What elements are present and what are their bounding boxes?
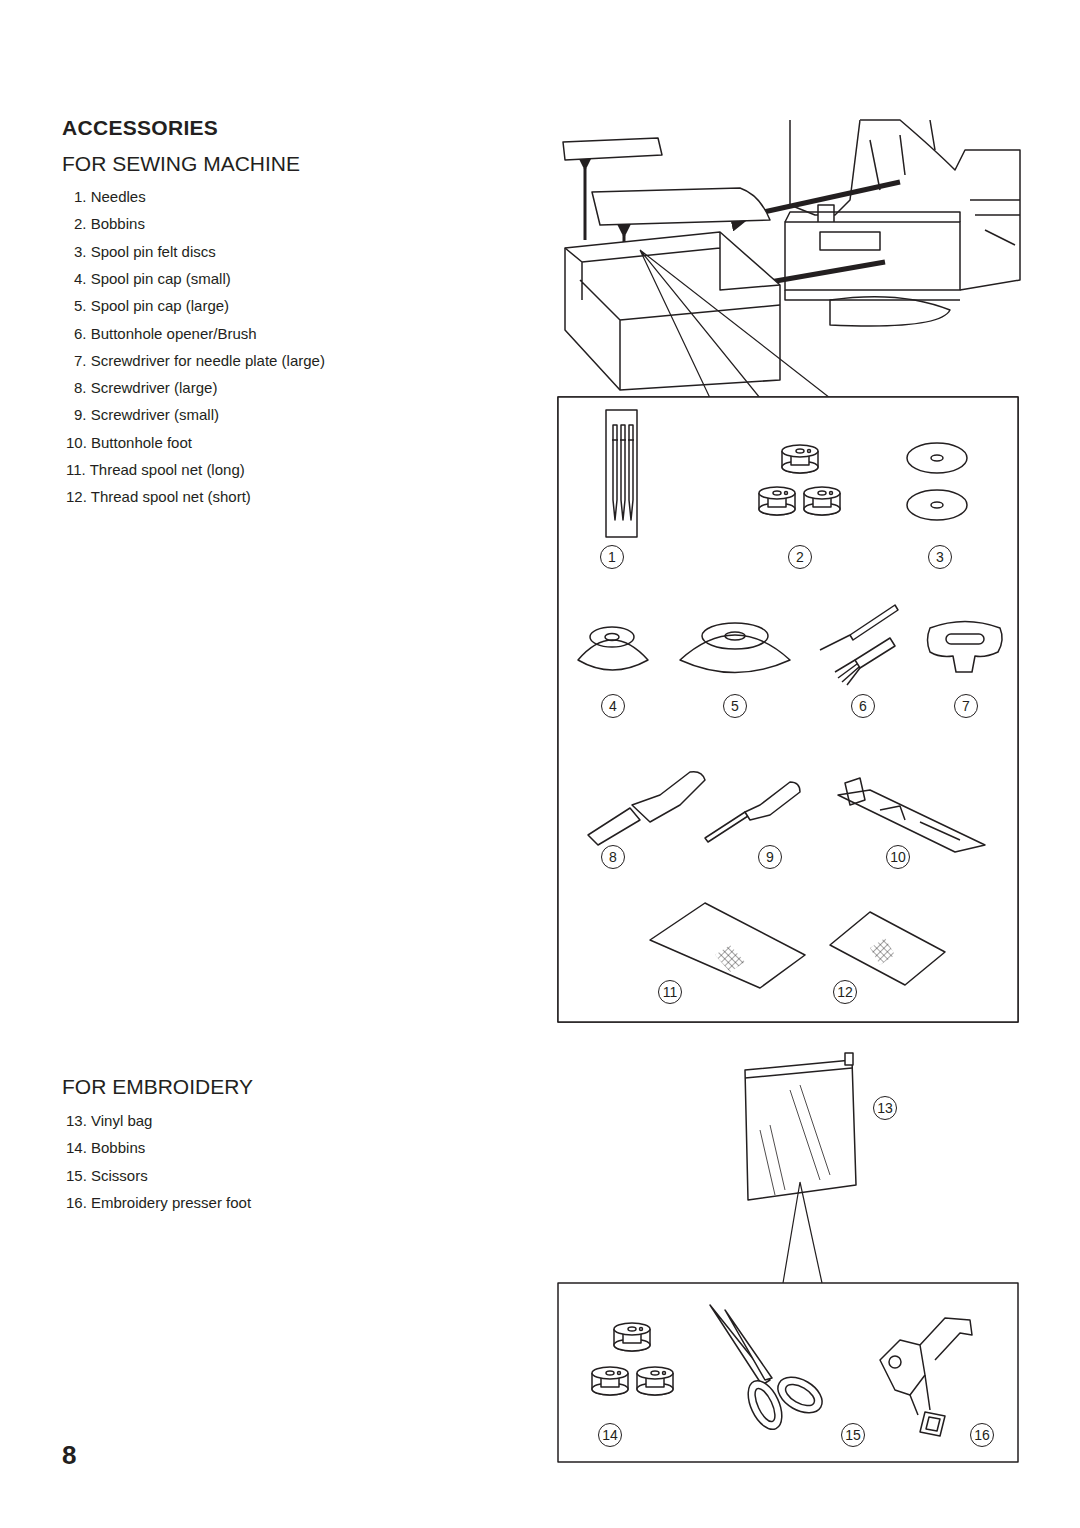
list-item: 4. Spool pin cap (small) (74, 270, 231, 287)
bobbins (759, 445, 840, 515)
list-item: 11. Thread spool net (long) (66, 461, 245, 478)
callout-number: 13 (873, 1096, 897, 1120)
buttonhole-opener-brush (820, 605, 898, 685)
needles (606, 410, 637, 537)
list-item: 15. Scissors (66, 1167, 148, 1184)
list-item: 7. Screwdriver for needle plate (large) (74, 352, 325, 369)
thread-spool-net-short (830, 912, 945, 985)
callout-number: 6 (851, 694, 875, 718)
page-title: ACCESSORIES (62, 116, 218, 140)
box-lid (563, 138, 662, 160)
list-item: 16. Embroidery presser foot (66, 1194, 251, 1211)
felt-discs (907, 443, 967, 520)
box-lid (592, 188, 770, 225)
callout-number: 9 (758, 845, 782, 869)
removal-arrow (750, 182, 900, 215)
list-item: 3. Spool pin felt discs (74, 243, 216, 260)
callout-number: 1 (600, 545, 624, 569)
embroidery-panel (558, 1283, 1018, 1462)
callout-number: 14 (598, 1423, 622, 1447)
callout-number: 16 (970, 1423, 994, 1447)
buttonhole-foot (838, 778, 985, 852)
bobbins (592, 1323, 673, 1395)
removal-arrow (770, 262, 885, 282)
callout-number: 10 (886, 845, 910, 869)
list-item: 13. Vinyl bag (66, 1112, 152, 1129)
plate-screwdriver (928, 622, 1003, 673)
accessory-panel (558, 397, 1018, 1022)
section-heading: FOR SEWING MACHINE (62, 152, 300, 176)
spool-cap-large (680, 623, 790, 673)
list-item: 14. Bobbins (66, 1139, 145, 1156)
page-number: 8 (62, 1440, 76, 1471)
list-item: 2. Bobbins (74, 215, 145, 232)
callout-number: 12 (833, 980, 857, 1004)
list-item: 5. Spool pin cap (large) (74, 297, 229, 314)
callout-number: 5 (723, 694, 747, 718)
plate-screwdriver-slot (946, 634, 984, 644)
screwdriver-small (705, 782, 800, 842)
spool-cap-small (578, 627, 648, 670)
thread-spool-net-long (650, 903, 805, 988)
list-item: 12. Thread spool net (short) (66, 488, 251, 505)
list-item: 1. Needles (74, 188, 146, 205)
section-heading: FOR EMBROIDERY (62, 1075, 253, 1099)
lift-arrow (584, 168, 587, 240)
list-item: 8. Screwdriver (large) (74, 379, 217, 396)
callout-number: 11 (658, 980, 682, 1004)
callout-number: 8 (601, 845, 625, 869)
scissors (710, 1305, 828, 1434)
accessory-box (565, 232, 780, 390)
list-item: 9. Screwdriver (small) (74, 406, 219, 423)
vinyl-bag (745, 1053, 856, 1200)
callout-number: 7 (954, 694, 978, 718)
list-item: 6. Buttonhole opener/Brush (74, 325, 257, 342)
callout-number: 15 (841, 1423, 865, 1447)
callout-number: 4 (601, 694, 625, 718)
embroidery-presser-foot (880, 1318, 972, 1436)
list-item: 10. Buttonhole foot (66, 434, 192, 451)
callout-number: 2 (788, 545, 812, 569)
sewing-machine (785, 120, 1020, 326)
screwdriver-large (588, 772, 705, 845)
callout-number: 3 (928, 545, 952, 569)
